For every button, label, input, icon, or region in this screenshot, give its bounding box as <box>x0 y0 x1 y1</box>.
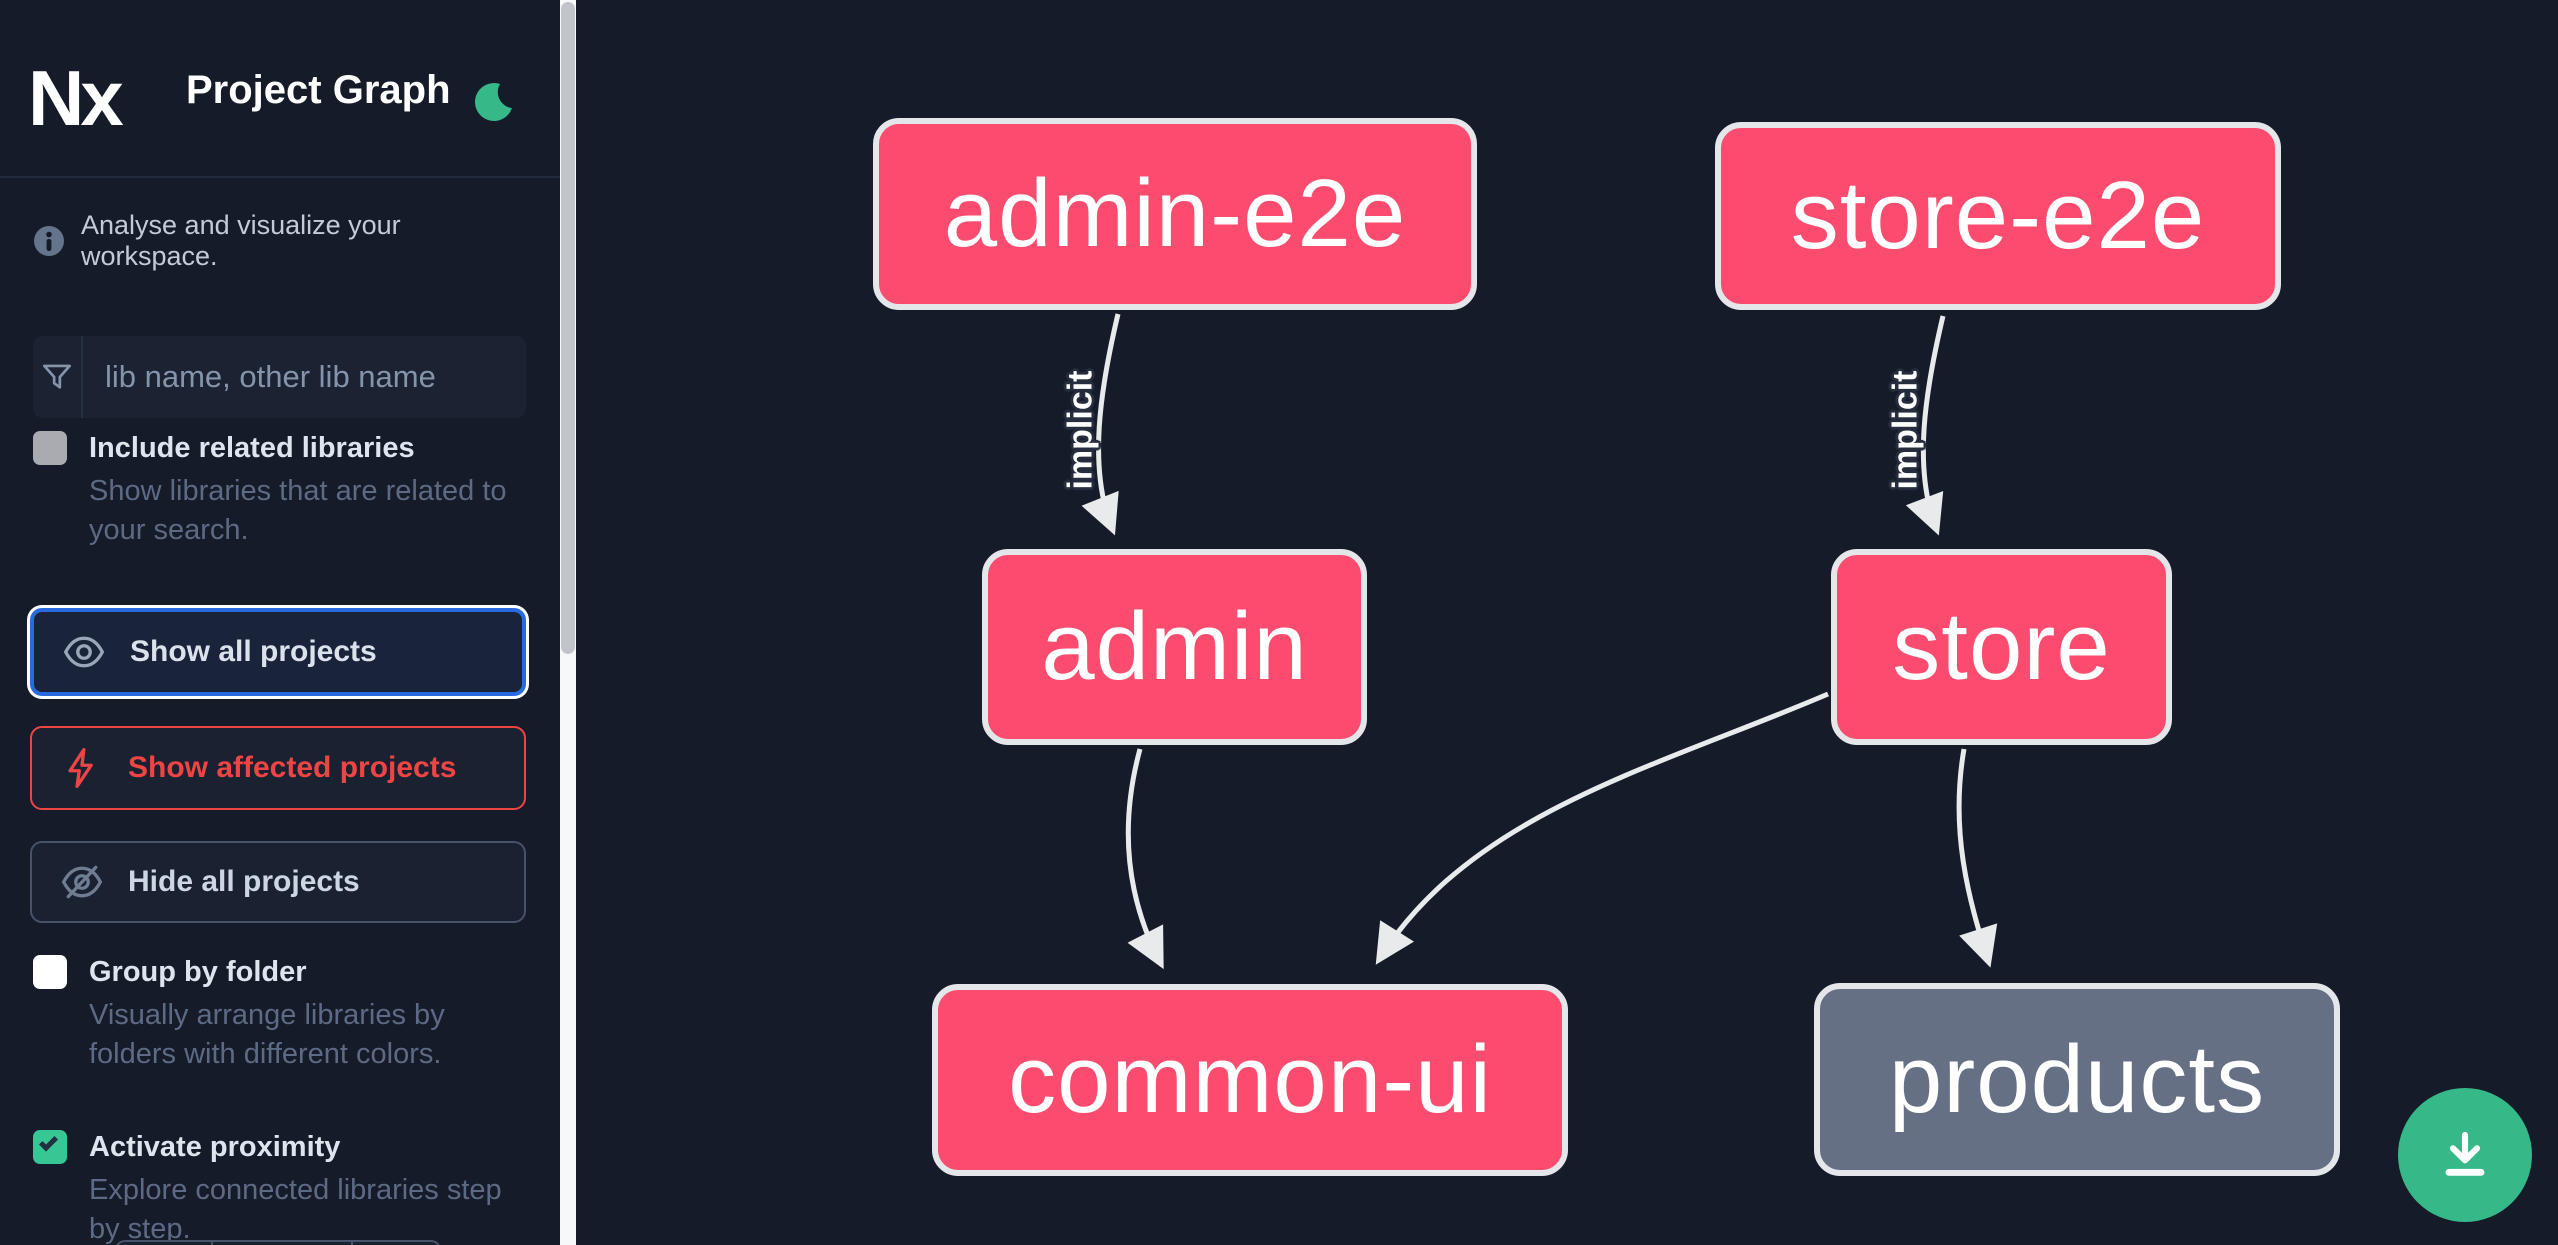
node-store-e2e[interactable]: store-e2e <box>1715 122 2281 310</box>
node-admin-e2e[interactable]: admin-e2e <box>873 118 1477 310</box>
node-label: products <box>1888 1025 2266 1133</box>
edge-store-common-ui <box>1375 691 1829 965</box>
nx-logo: Nx <box>28 54 124 142</box>
edge-store-e2e-store <box>1905 315 1946 536</box>
node-label: store-e2e <box>1790 162 2206 269</box>
segment-1[interactable] <box>117 1242 213 1245</box>
eye-icon <box>63 636 105 668</box>
eye-slash-icon <box>61 865 103 899</box>
dark-mode-toggle[interactable] <box>470 80 514 124</box>
download-graph-button[interactable] <box>2398 1088 2532 1222</box>
sidebar-scrollbar[interactable] <box>560 0 576 1245</box>
activate-proximity-checkbox[interactable] <box>33 1130 67 1164</box>
include-related-label: Include related libraries <box>89 432 415 464</box>
edge-label-implicit: implicit <box>1886 370 1925 490</box>
node-label: admin <box>1041 593 1308 700</box>
activate-proximity-checkbox-row[interactable]: Activate proximity <box>33 1128 533 1166</box>
workspace-tagline-row: Analyse and visualize your workspace. <box>33 210 533 272</box>
node-admin[interactable]: admin <box>982 549 1367 745</box>
header-divider <box>0 176 560 178</box>
show-affected-projects-label: Show affected projects <box>128 751 457 784</box>
show-all-projects-label: Show all projects <box>130 635 377 668</box>
node-label: store <box>1892 593 2111 700</box>
workspace-tagline: Analyse and visualize your workspace. <box>81 210 401 271</box>
download-icon <box>2445 1131 2485 1176</box>
edge-admin-common-ui <box>1125 748 1164 970</box>
group-by-folder-checkbox[interactable] <box>33 955 67 989</box>
lightning-icon <box>68 748 93 788</box>
proximity-depth-control-partial[interactable] <box>115 1240 441 1245</box>
group-by-folder-checkbox-row[interactable]: Group by folder <box>33 953 533 991</box>
checkmark-icon <box>38 1132 59 1152</box>
project-filter <box>33 336 526 418</box>
include-related-checkbox[interactable] <box>33 431 67 465</box>
page-title: Project Graph <box>186 68 451 112</box>
include-related-checkbox-row[interactable]: Include related libraries <box>33 429 533 467</box>
show-affected-projects-button[interactable]: Show affected projects <box>30 726 526 810</box>
filter-icon-wrap <box>33 336 83 418</box>
group-by-folder-description: Visually arrange libraries by folders wi… <box>89 999 445 1070</box>
node-store[interactable]: store <box>1831 549 2172 745</box>
node-label: admin-e2e <box>943 160 1407 267</box>
moon-icon <box>474 83 512 122</box>
edge-admin-e2e-admin <box>1081 313 1121 536</box>
show-all-projects-button[interactable]: Show all projects <box>30 608 526 696</box>
edge-label-implicit: implicit <box>1061 370 1100 490</box>
funnel-icon <box>42 364 72 389</box>
sidebar: Nx Project Graph Analyse and visualize y… <box>0 0 560 1245</box>
include-related-description: Show libraries that are related to your … <box>89 475 507 546</box>
segment-2[interactable] <box>213 1242 353 1245</box>
node-label: common-ui <box>1008 1026 1492 1133</box>
activate-proximity-description: Explore connected libraries step by step… <box>89 1174 502 1245</box>
info-icon <box>34 226 64 256</box>
hide-all-projects-button[interactable]: Hide all projects <box>30 841 526 923</box>
hide-all-projects-label: Hide all projects <box>128 865 360 898</box>
node-products[interactable]: products <box>1814 983 2340 1176</box>
activate-proximity-label: Activate proximity <box>89 1131 341 1163</box>
group-by-folder-label: Group by folder <box>89 956 307 988</box>
sidebar-scrollbar-thumb[interactable] <box>561 2 575 654</box>
node-common-ui[interactable]: common-ui <box>932 984 1568 1176</box>
search-input[interactable] <box>83 336 526 418</box>
edge-store-products <box>1956 748 1998 968</box>
